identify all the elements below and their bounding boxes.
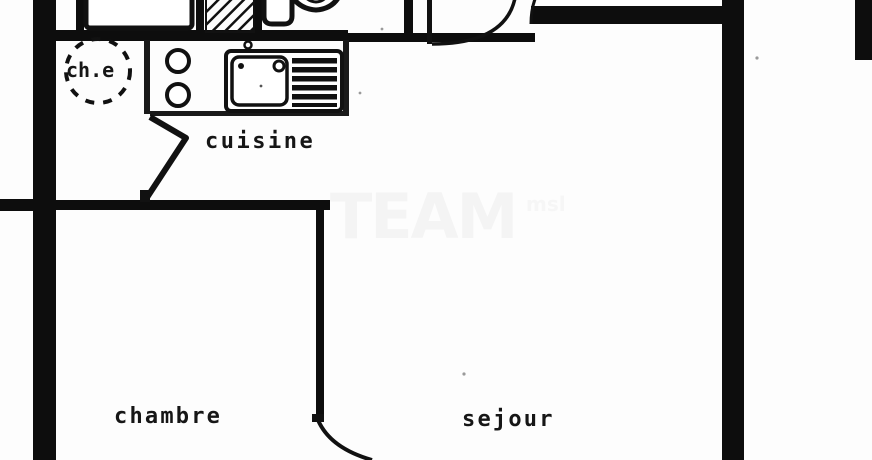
toilet-icon: [261, 0, 295, 27]
drainboard-icon: [292, 58, 337, 107]
stove-burner-icon: [165, 82, 191, 108]
entry-door-leaf: [427, 0, 432, 44]
chauffe-eau-circle-icon: [64, 37, 132, 105]
sink-faucet-icon: [243, 40, 253, 50]
stove-burner-icon: [165, 48, 191, 74]
wall-bath-left: [76, 0, 84, 30]
wall-exterior-left: [33, 0, 56, 460]
doors-group: [140, 0, 537, 460]
wall-right-stub: [855, 0, 872, 60]
sink-tap-icon: [238, 63, 244, 69]
wall-bathroom-bottom: [56, 30, 348, 41]
wall-exterior-right: [722, 0, 744, 460]
wall-left-stub: [0, 199, 36, 211]
wall-corridor-bottom: [44, 200, 330, 210]
cuisine-door-swing-icon: [143, 114, 189, 201]
room-label-chambre: chambre: [114, 404, 223, 429]
chambre-door-swing-arc-icon: [316, 419, 373, 460]
wall-entry-top: [531, 6, 741, 24]
wall-hall-bottom: [345, 33, 535, 42]
wall-kitchen-counter-base: [150, 111, 348, 116]
fixtures-group: [64, 0, 344, 113]
chambre-door-jamb: [312, 414, 324, 422]
sink-drain-icon: [272, 59, 286, 73]
wall-bath-right: [196, 0, 204, 32]
wall-duct-right: [255, 0, 262, 32]
scan-artifacts: [358, 27, 759, 376]
duct-shaft-icon: [205, 0, 255, 33]
bathtub-icon: [83, 0, 195, 31]
washbasin-bowl-icon: [306, 0, 326, 4]
room-label-cuisine: cuisine: [205, 129, 316, 154]
hall-door-swing-arc-icon: [529, 0, 537, 25]
sink-mark-icon: [259, 84, 263, 88]
cuisine-door-jamb: [140, 190, 150, 202]
room-label-sejour: sejour: [462, 407, 555, 432]
wall-che-right: [144, 40, 150, 114]
wall-kitchen-right: [343, 40, 349, 116]
entry-door-swing-arc-icon: [431, 0, 517, 46]
washbasin-icon: [291, 0, 340, 13]
wall-wc-right: [404, 0, 413, 35]
wall-partition-chambre-sejour: [316, 202, 324, 420]
chauffe-eau-label: ch.e: [66, 58, 115, 82]
